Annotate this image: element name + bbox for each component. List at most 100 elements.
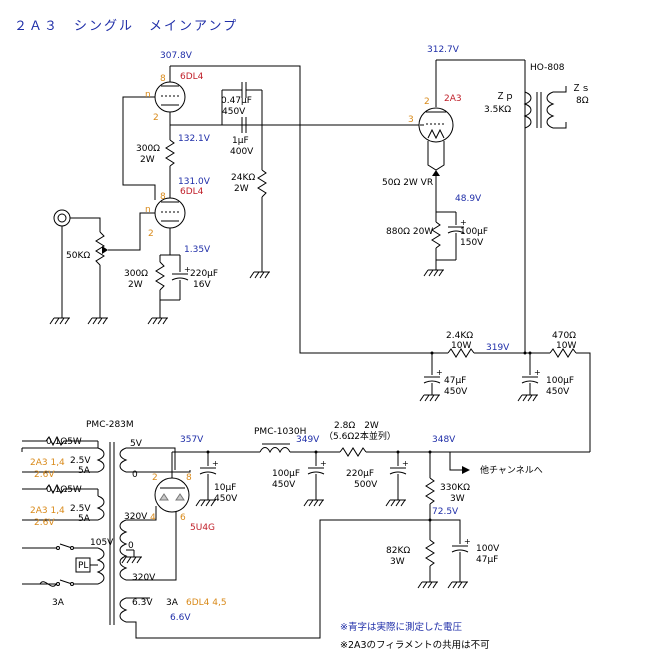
cap-100uf-choke: [307, 458, 328, 475]
rect-pin6: 6: [180, 513, 186, 523]
input-stage: 307.8V 8 6DL4 n 2 132.1V 300Ω 2W 131.0V …: [49, 51, 435, 354]
pin8-top: 8: [160, 74, 166, 84]
rail-feed-wire: [576, 352, 591, 452]
c47-dec-label: 47μF: [444, 376, 466, 386]
v-mid: 319V: [486, 343, 510, 353]
heater-tube: 6DL4 4,5: [186, 598, 227, 608]
zp-value: 3.5KΩ: [484, 105, 511, 115]
ground-cap-10uf: [195, 499, 217, 507]
zs-label: Ｚｓ: [572, 84, 590, 94]
ground-cap-100uf: [303, 499, 325, 507]
c10-volt: 450V: [214, 494, 238, 504]
rect-pin8: 8: [186, 473, 192, 483]
r2r8-note: （5.6Ω2本並列）: [324, 430, 396, 442]
pin2-2a3: 2: [424, 97, 430, 107]
c220-mid-label: 220μF: [346, 469, 374, 479]
w1-out: 2.5V: [70, 456, 91, 466]
r2k4-label: 2.4KΩ: [446, 331, 473, 341]
r82k-watt: 3W: [390, 557, 405, 567]
r470-label: 470Ω: [552, 331, 576, 341]
ground-grid: [249, 271, 271, 279]
resistor-300-bottom: [155, 261, 165, 291]
w2-volt: 2.6V: [34, 518, 55, 528]
r300-bottom-watt: 2W: [128, 280, 143, 290]
diagram-title: ２Ａ３ シングル メインアンプ: [14, 19, 238, 34]
c100-cath-label: 100μF: [460, 227, 488, 237]
ot-label: HO-808: [530, 63, 565, 73]
c220-label: 220μF: [190, 269, 218, 279]
tap-105v: 105V: [90, 538, 114, 548]
tube-5u4g: [154, 477, 190, 513]
c100-choke-volt: 450V: [272, 480, 296, 490]
coupling-network: 0.47μF 450V 1μF 400V 24KΩ 2W: [221, 82, 420, 279]
bottom-grid-wire: [108, 212, 155, 251]
pin8-bottom: 8: [160, 192, 166, 202]
v-plate-bottom: 131.0V: [178, 177, 211, 187]
w1-volt: 2.6V: [34, 470, 55, 480]
ground-dec2: [517, 394, 539, 402]
pin2-bottom: 2: [148, 229, 154, 239]
ground-dec1: [419, 394, 441, 402]
c47-tap-cap: 47μF: [476, 555, 498, 565]
cap-47uf-dec: [423, 367, 444, 384]
fuse: [39, 581, 57, 587]
zs-value: 8Ω: [576, 96, 589, 106]
output-stage: 312.7V 2A3 2 3 50Ω 2W VR 48.9V 880Ω 20W …: [382, 45, 590, 353]
ground-bleeder: [417, 581, 439, 589]
heater-a: 3A: [166, 598, 179, 608]
c100-choke-label: 100μF: [272, 469, 300, 479]
rect-pin2: 2: [152, 473, 158, 483]
cap-100uf-dec: [521, 367, 542, 384]
w2-out: 2.5V: [70, 504, 91, 514]
ground-input-cathode: [147, 317, 169, 325]
resistor-24k: [257, 169, 267, 198]
v-tap: 72.5V: [432, 507, 459, 517]
r470-watt: 10W: [556, 341, 576, 351]
resistor-470: [549, 348, 577, 358]
fuse-label: 3A: [52, 598, 65, 608]
tap-320a: 320V: [124, 512, 148, 522]
v-cathode-bottom: 1.35V: [184, 245, 211, 255]
resistor-300-top: [165, 139, 175, 167]
heater1-resistor: [22, 435, 98, 447]
note-filament: ※2A3のフィラメントの共用は不可: [340, 640, 490, 651]
volume-wiper: [102, 246, 108, 254]
heater-meas: 6.6V: [170, 613, 191, 623]
cap-220uf-mid: [389, 458, 410, 475]
c1uf-volt: 400V: [230, 147, 254, 157]
heater-v: 6.3V: [132, 598, 153, 608]
vr-label: 50Ω 2W VR: [382, 178, 433, 188]
r300-top-watt: 2W: [140, 155, 155, 165]
v-out: 348V: [432, 435, 456, 445]
c047-label: 0.47μF: [221, 96, 252, 106]
tube-2a3: [418, 107, 454, 143]
w2-tube: 2A3 1,4: [30, 506, 65, 516]
c220-volt: 16V: [193, 280, 211, 290]
r24k-watt: 2W: [234, 184, 249, 194]
pin2-top: 2: [153, 113, 159, 123]
ground-pt-center: [121, 556, 143, 564]
power-supply: PMC-283M 0.1Ω5W 2A3 1,4 2.6V 2.5V 5A 0.1…: [21, 420, 590, 639]
r82k-label: 82KΩ: [386, 546, 410, 556]
volume-pot: [95, 231, 105, 266]
cap-220uf: [171, 264, 192, 281]
c10-label: 10μF: [214, 483, 236, 493]
rect-pin4: 4: [150, 513, 156, 523]
w1-tube: 2A3 1,4: [30, 458, 65, 468]
v-cathode-top: 132.1V: [178, 134, 211, 144]
w1-res-label: 0.1Ω5W: [46, 437, 82, 447]
ground-output-cathode: [423, 269, 445, 277]
ground-input-jack: [49, 317, 71, 325]
r2r8-label: 2.8Ω 2W: [334, 421, 379, 431]
resistor-330k: [425, 477, 435, 505]
r24k-label: 24KΩ: [231, 173, 255, 183]
c1uf-label: 1μF: [232, 136, 249, 146]
choke-label: PMC-1030H: [254, 427, 306, 437]
v-plate-2a3: 312.7V: [427, 45, 460, 55]
tube-6dl4-bottom: [154, 197, 186, 229]
choke: [259, 447, 291, 454]
rect-label: 5U4G: [190, 523, 215, 533]
r300-top-label: 300Ω: [136, 144, 160, 154]
pt-label: PMC-283M: [86, 420, 134, 430]
c047-volt: 450V: [222, 107, 246, 117]
